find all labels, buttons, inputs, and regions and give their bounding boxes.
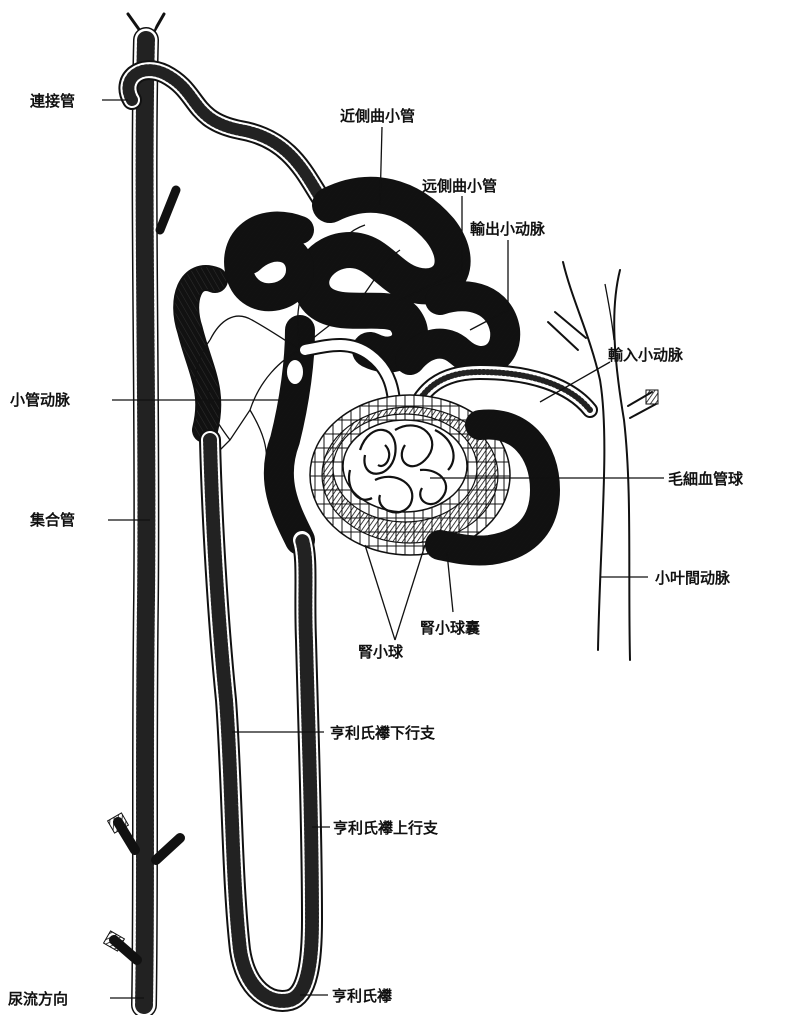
label-proximal-tubule: 近側曲小管 bbox=[340, 107, 415, 125]
label-ascending-limb: 亨利氏襻上行支 bbox=[333, 819, 439, 837]
label-bowman-capsule: 腎小球囊 bbox=[420, 619, 481, 637]
label-distal-tubule: 远側曲小管 bbox=[422, 177, 497, 195]
label-interlobular-artery: 小叶間动脉 bbox=[655, 569, 731, 587]
interlobular-artery bbox=[548, 262, 658, 660]
label-henle-loop: 亨利氏襻 bbox=[332, 987, 392, 1005]
label-renal-corpuscle: 腎小球 bbox=[358, 643, 404, 661]
label-urine-flow: 尿流方向 bbox=[8, 990, 68, 1008]
label-collecting-duct: 集合管 bbox=[29, 511, 75, 529]
collecting-duct bbox=[104, 14, 180, 1005]
connecting-tubule bbox=[128, 70, 330, 210]
renal-corpuscle bbox=[310, 395, 545, 555]
label-glomerulus: 毛細血管球 bbox=[668, 470, 744, 488]
label-afferent-arteriole: 輸入小动脉 bbox=[608, 346, 684, 364]
label-connecting-tubule: 連接管 bbox=[30, 92, 75, 110]
label-tubular-artery: 小管动脉 bbox=[10, 391, 71, 409]
label-descending-limb: 亨利氏襻下行支 bbox=[330, 724, 436, 742]
label-efferent-arteriole: 輸出小动脉 bbox=[470, 220, 546, 238]
